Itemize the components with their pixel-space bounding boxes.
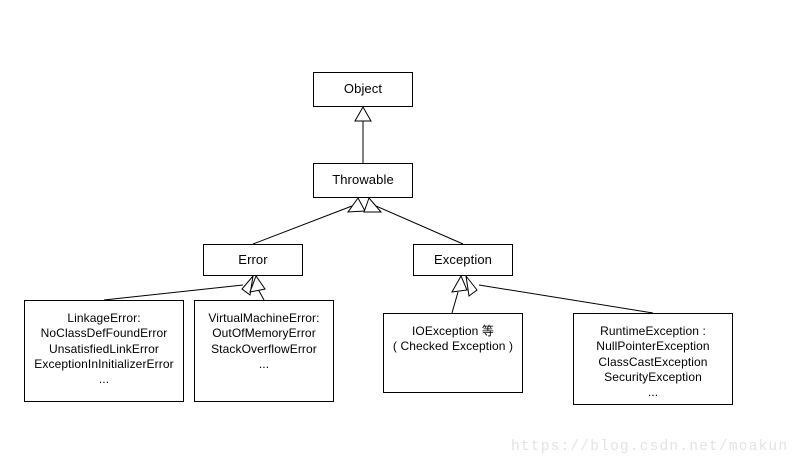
edge-error-to-throwable bbox=[252, 197, 366, 245]
edge-throwable-to-object bbox=[354, 105, 372, 163]
class-box-virtual-machine-error[interactable]: VirtualMachineError: OutOfMemoryError St… bbox=[194, 300, 334, 402]
edge-exception-to-throwable bbox=[363, 197, 464, 245]
class-box-throwable-label: Throwable bbox=[332, 172, 394, 188]
class-box-object[interactable]: Object bbox=[313, 72, 413, 107]
class-box-virtual-machine-error-label: VirtualMachineError: OutOfMemoryError St… bbox=[208, 311, 320, 372]
class-box-io-exception[interactable]: IOException 等 ( Checked Exception ) bbox=[383, 313, 523, 393]
edge-linkage-error-to-error bbox=[103, 274, 254, 301]
class-box-runtime-exception[interactable]: RuntimeException : NullPointerException … bbox=[573, 313, 733, 405]
edge-io-exception-to-exception bbox=[451, 274, 468, 314]
edge-virtual-machine-error-to-error bbox=[249, 274, 266, 301]
class-box-linkage-error[interactable]: LinkageError: NoClassDefFoundError Unsat… bbox=[24, 300, 184, 402]
class-box-throwable[interactable]: Throwable bbox=[313, 163, 413, 198]
class-box-linkage-error-label: LinkageError: NoClassDefFoundError Unsat… bbox=[34, 311, 174, 387]
class-box-object-label: Object bbox=[343, 81, 383, 97]
class-box-error[interactable]: Error bbox=[203, 244, 303, 276]
class-box-error-label: Error bbox=[238, 251, 268, 267]
class-box-exception[interactable]: Exception bbox=[413, 244, 513, 276]
watermark-text: https://blog.csdn.net/moakun bbox=[511, 439, 789, 455]
class-box-runtime-exception-label: RuntimeException : NullPointerException … bbox=[596, 324, 710, 400]
edge-runtime-exception-to-exception bbox=[465, 274, 654, 314]
class-box-io-exception-label: IOException 等 ( Checked Exception ) bbox=[392, 324, 514, 354]
class-box-exception-label: Exception bbox=[434, 251, 492, 267]
